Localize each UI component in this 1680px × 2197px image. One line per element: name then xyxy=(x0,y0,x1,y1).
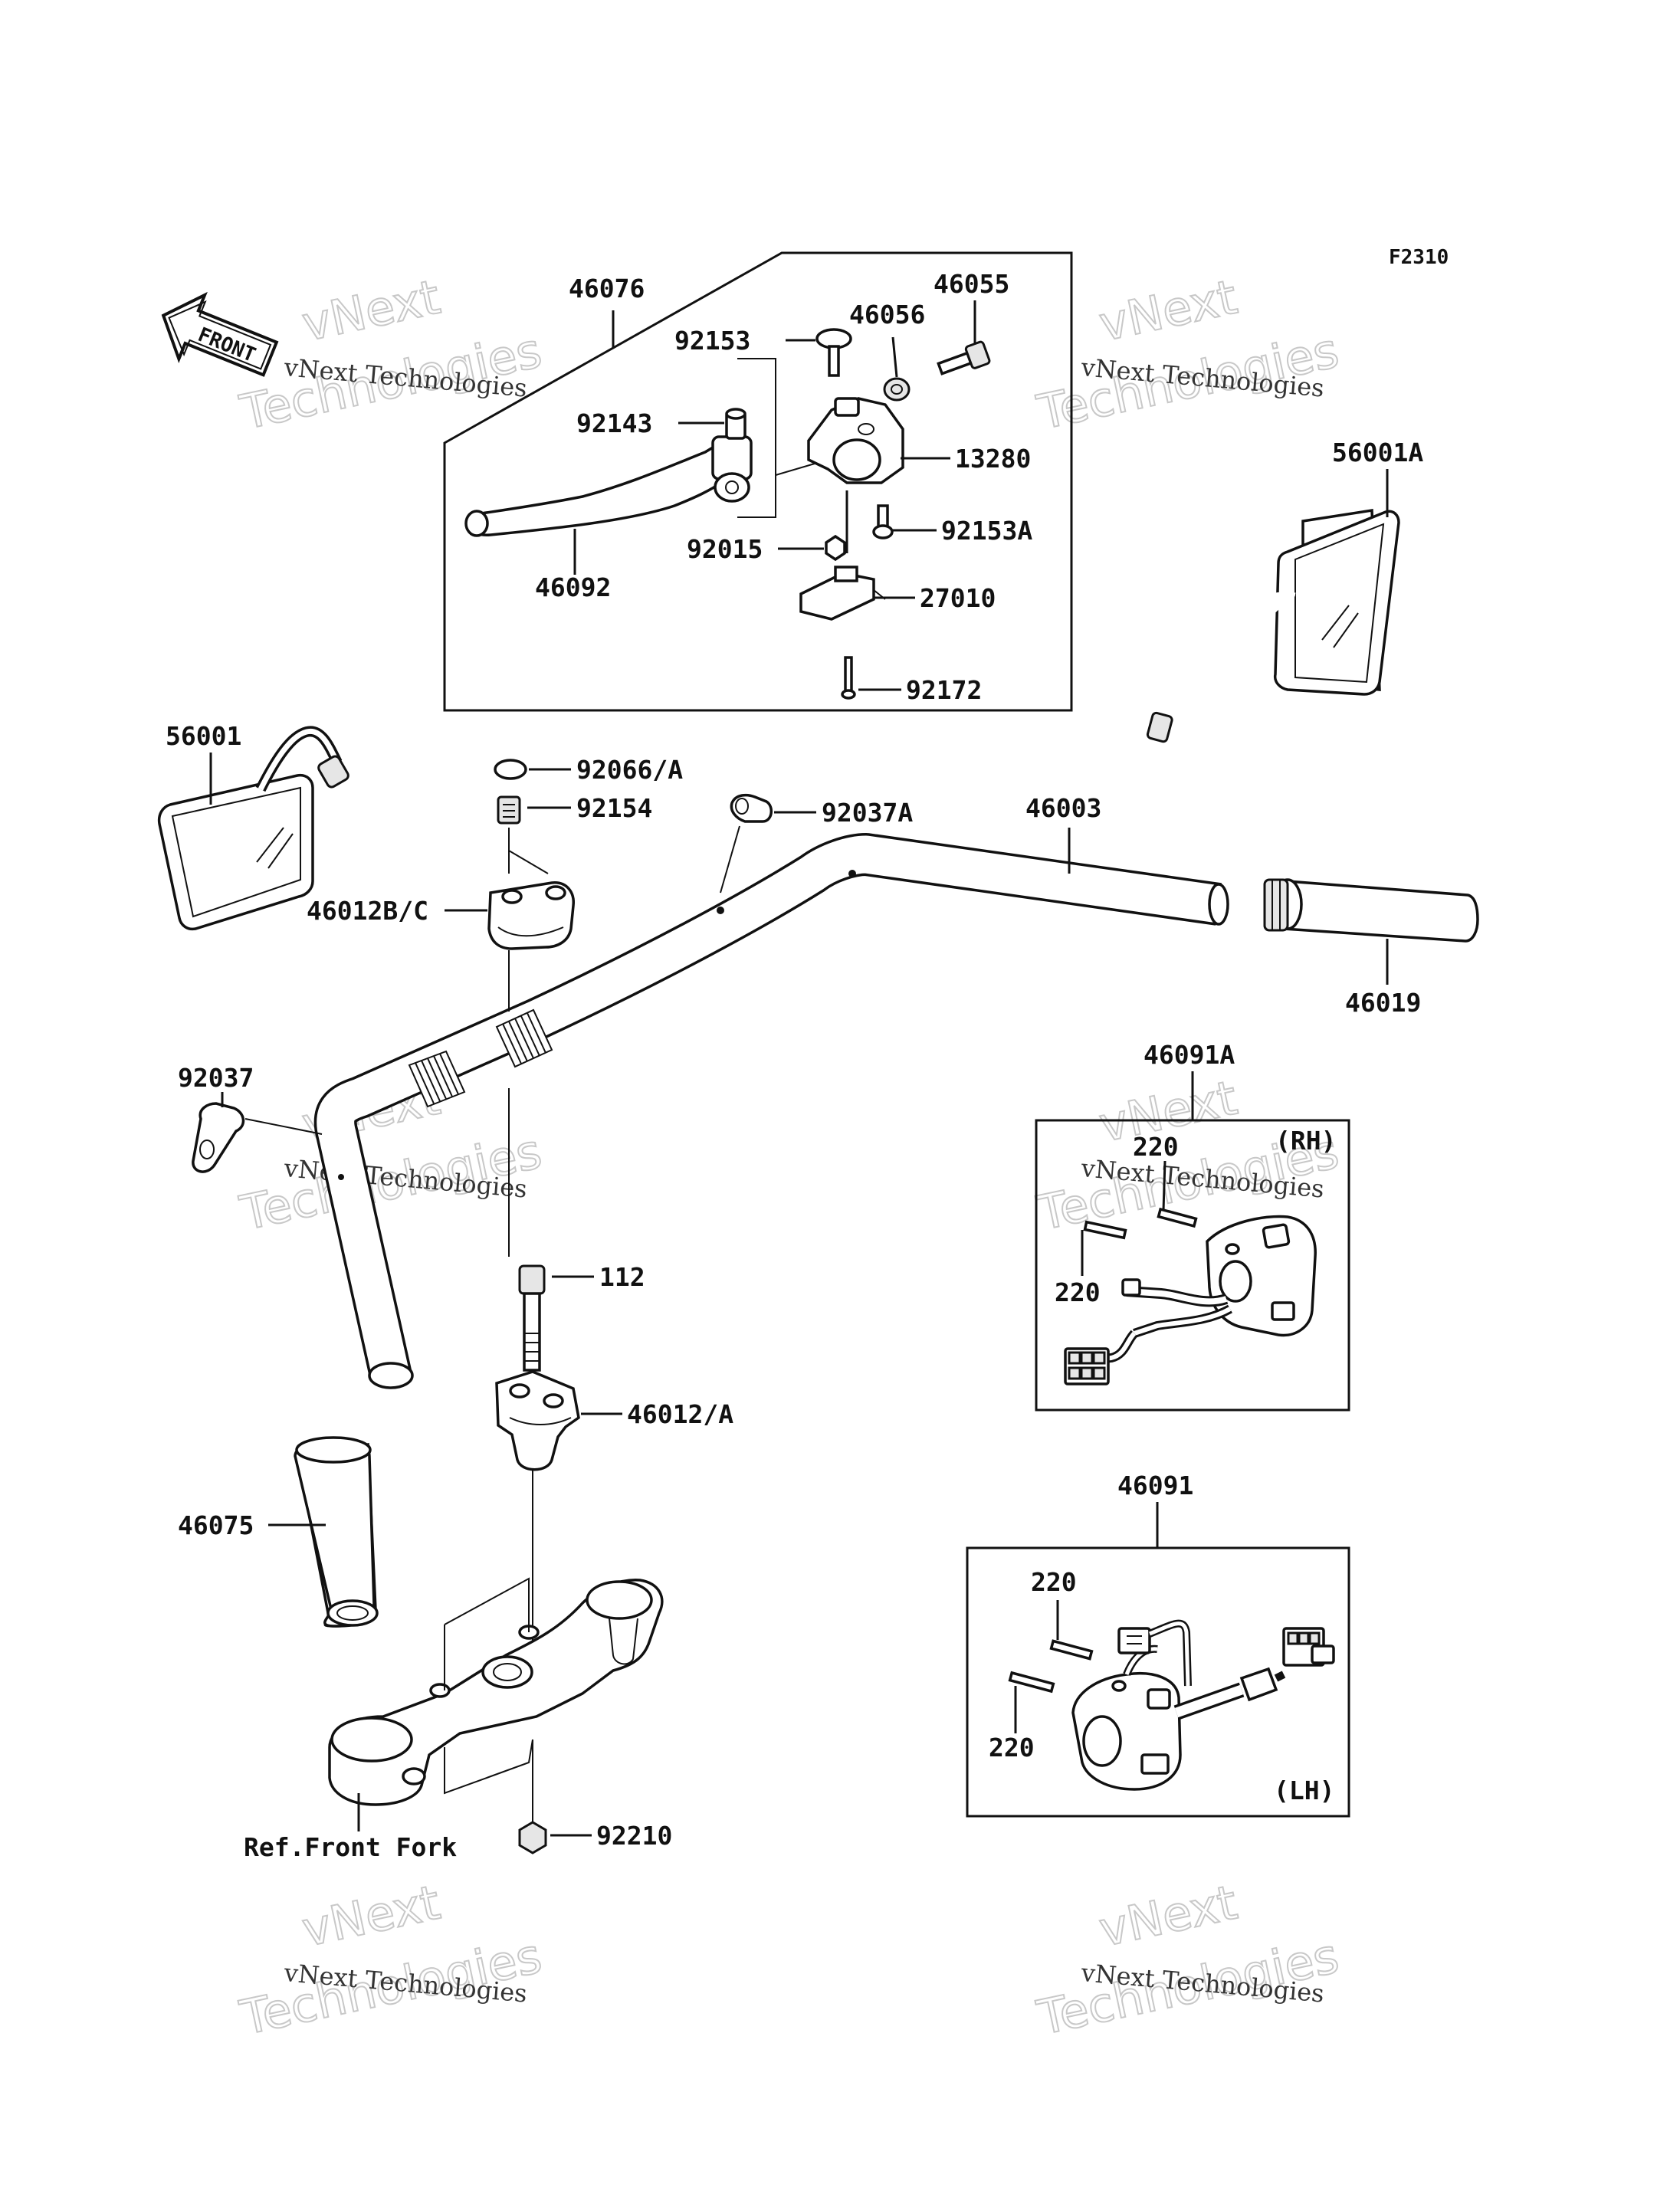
label-46055: 46055 xyxy=(934,269,1009,299)
svg-text:vNext: vNext xyxy=(297,269,445,353)
lh-switch-connector-small xyxy=(1117,1627,1151,1654)
grip-right xyxy=(1263,878,1479,943)
label-220-lh-bottom: 220 xyxy=(989,1733,1035,1763)
label-ref-front-fork: Ref.Front Fork xyxy=(244,1832,457,1862)
handlebar-holder-lower xyxy=(495,1370,580,1471)
pivot-collar xyxy=(725,408,746,440)
handlebar xyxy=(313,833,1229,1389)
holder-upper-bolt xyxy=(497,795,521,825)
label-46075: 46075 xyxy=(178,1510,254,1540)
label-46091: 46091 xyxy=(1117,1471,1193,1500)
label-112: 112 xyxy=(599,1262,645,1292)
label-220-rh-bottom: 220 xyxy=(1055,1277,1101,1307)
holder-lower-bolt xyxy=(518,1264,546,1372)
mirror-right xyxy=(1146,508,1400,743)
label-92015: 92015 xyxy=(687,534,763,564)
label-27010: 27010 xyxy=(920,583,996,613)
watermark-top-left: vNext Technologies vNext Technologies xyxy=(235,268,547,441)
label-56001: 56001 xyxy=(166,721,241,751)
svg-text:vNext: vNext xyxy=(297,1874,445,1958)
rh-handlebar-switch xyxy=(1064,1207,1317,1385)
label-220-lh-top: 220 xyxy=(1031,1567,1077,1597)
watermark-bottom-left: vNext Technologies vNext Technologies xyxy=(235,1874,547,2047)
label-92143: 92143 xyxy=(576,408,652,438)
handlebar-knurl-left xyxy=(408,1050,466,1108)
grip-left xyxy=(294,1436,379,1628)
pivot-nut xyxy=(825,534,846,562)
adjuster-bolt xyxy=(937,340,991,375)
handlebar-holder-upper xyxy=(487,881,575,950)
label-46003: 46003 xyxy=(1025,793,1101,823)
label-92153A: 92153A xyxy=(941,516,1032,546)
label-46076: 46076 xyxy=(569,274,645,303)
lever-holder xyxy=(807,397,904,484)
watermark-bottom-right: vNext Technologies vNext Technologies xyxy=(1032,1874,1344,2047)
pivot-bolt xyxy=(815,328,852,377)
clutch-switch xyxy=(799,490,886,621)
rh-switch-connector xyxy=(1064,1347,1110,1385)
label-lh: (LH) xyxy=(1274,1776,1334,1805)
holder-screw xyxy=(872,504,894,539)
label-13280: 13280 xyxy=(955,444,1031,474)
lh-switch-connector-large xyxy=(1282,1627,1335,1667)
cable-clamp-top xyxy=(730,793,773,823)
label-46056: 46056 xyxy=(849,300,925,330)
svg-text:vNext: vNext xyxy=(1094,269,1242,353)
label-92037A: 92037A xyxy=(822,798,913,828)
holder-nut xyxy=(518,1821,547,1854)
label-46092: 46092 xyxy=(535,572,611,602)
front-arrow-icon: FRONT xyxy=(161,291,279,377)
switch-screw xyxy=(841,656,856,700)
mirror-left xyxy=(157,726,349,931)
diagram-code: F2310 xyxy=(1389,246,1449,269)
label-rh: (RH) xyxy=(1275,1126,1336,1156)
label-92210: 92210 xyxy=(596,1821,672,1851)
label-220-rh-top: 220 xyxy=(1133,1132,1179,1162)
watermark-top-right: vNext Technologies vNext Technologies xyxy=(1032,268,1344,441)
label-92154: 92154 xyxy=(576,793,652,823)
label-56001A: 56001A xyxy=(1332,438,1423,467)
handlebar-knurl-right xyxy=(495,1008,553,1068)
label-92153: 92153 xyxy=(674,326,750,356)
label-92066A: 92066/A xyxy=(576,755,683,785)
clutch-lever-assembly-box xyxy=(443,251,1073,712)
svg-text:vNext: vNext xyxy=(1094,1874,1242,1958)
label-92172: 92172 xyxy=(906,675,982,705)
label-46012BC: 46012B/C xyxy=(307,896,428,926)
label-46091A: 46091A xyxy=(1144,1040,1235,1070)
clutch-lever xyxy=(464,435,753,537)
label-92037: 92037 xyxy=(178,1063,254,1093)
label-46019: 46019 xyxy=(1345,988,1421,1018)
upper-fork-bracket xyxy=(328,1579,664,1806)
bolt-cap xyxy=(494,759,527,780)
adjuster-dial xyxy=(883,377,911,402)
cable-clamp-left xyxy=(192,1102,245,1173)
lh-handlebar-switch xyxy=(1008,1619,1335,1791)
label-46012A: 46012/A xyxy=(627,1399,733,1429)
